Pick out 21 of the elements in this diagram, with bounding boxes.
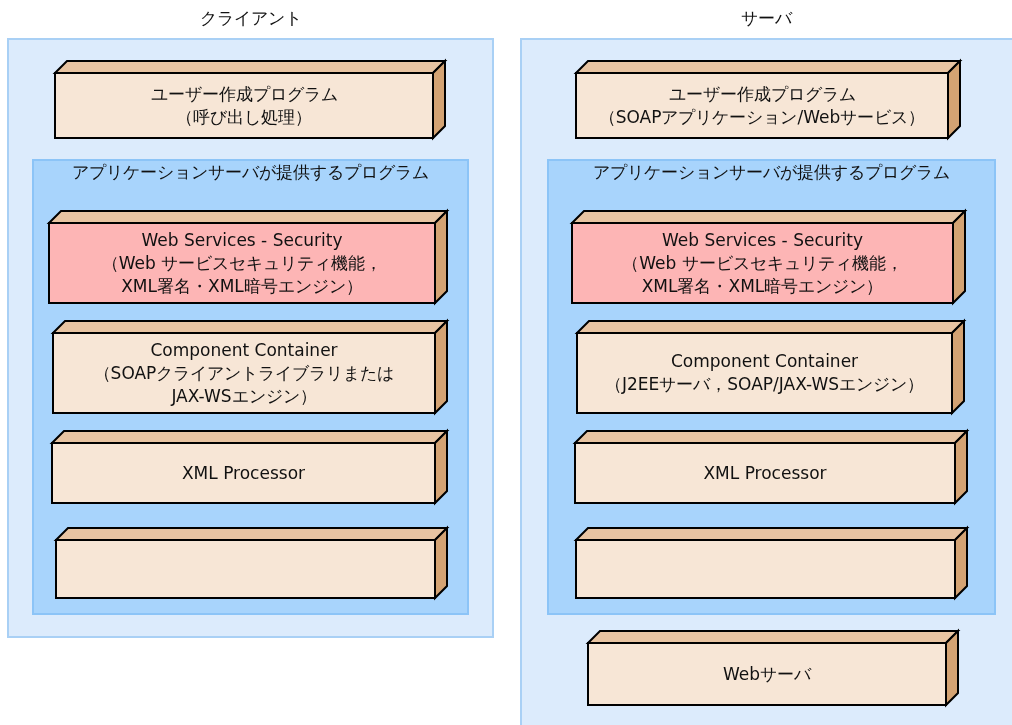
group-panel (32, 159, 469, 615)
block-label: （SOAPアプリケーション/Webサービス） (598, 105, 926, 129)
block-label: XML Processor (703, 461, 827, 485)
block-label: ユーザー作成プログラム (668, 82, 856, 106)
block-label: Component Container (670, 350, 859, 373)
block-label: （SOAPクライアントライブラリまたはJAX-WSエンジン） (92, 361, 396, 408)
block-label: Webサーバ (722, 662, 812, 686)
block-label: XML Processor (181, 461, 306, 485)
block-label: Component Container (150, 338, 338, 362)
panel-heading: サーバ (739, 7, 794, 30)
group-heading: アプリケーションサーバが提供するプログラム (592, 161, 951, 184)
block-label: （J2EEサーバ，SOAP/JAX-WSエンジン） (604, 373, 925, 396)
block-label: Web Services - Security (662, 228, 863, 252)
block-label: （Web サービスセキュリティ機能，XML署名・XML暗号エンジン） (621, 251, 904, 298)
block-label: ユーザー作成プログラム (150, 82, 338, 106)
block-label: （Web サービスセキュリティ機能，XML署名・XML暗号エンジン） (100, 251, 384, 298)
panel-heading: クライアント (198, 7, 303, 30)
group-panel (547, 159, 996, 615)
group-heading: アプリケーションサーバが提供するプログラム (71, 161, 430, 184)
block-label: Web Services - Security (141, 228, 343, 252)
block-label: （呼び出し処理） (176, 105, 312, 129)
